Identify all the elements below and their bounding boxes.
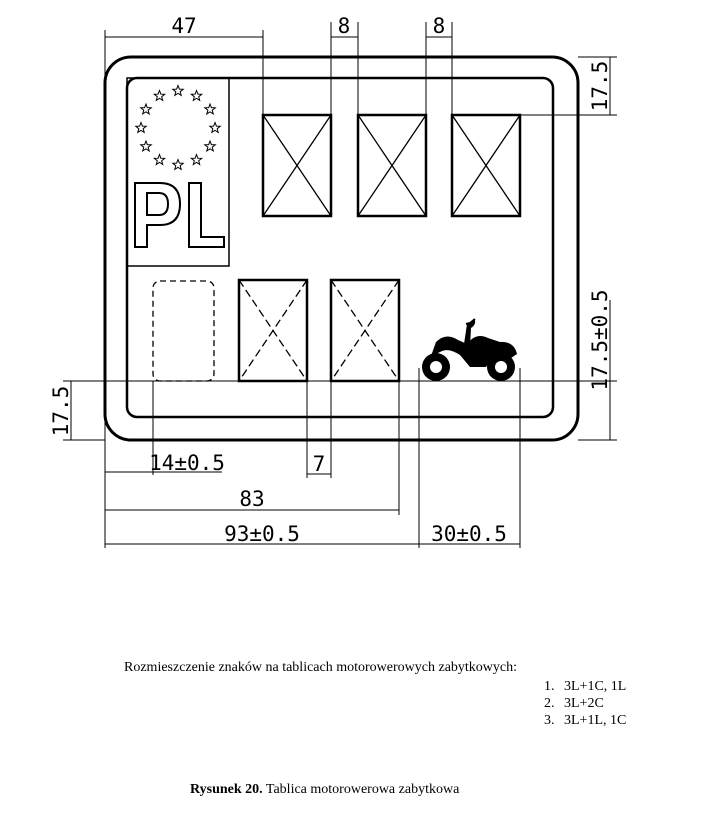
motorcycle-icon xyxy=(422,318,517,381)
eu-star-icon xyxy=(139,102,153,116)
eu-star-icon xyxy=(139,139,153,153)
dim-bottom-margin: 17.5 xyxy=(49,386,73,437)
eu-star-icon xyxy=(134,121,148,134)
eu-band xyxy=(126,77,230,267)
eu-star-icon xyxy=(152,89,167,102)
sticker-placeholder xyxy=(152,280,215,382)
list-item-number: 1. xyxy=(544,679,555,694)
dim-top-margin: 17.5 xyxy=(588,61,612,112)
dim-total-width: 93±0.5 xyxy=(224,522,300,546)
list-item-text: 3L+1C, 1L xyxy=(564,679,627,694)
pl-letters-outline xyxy=(134,182,225,248)
dim-left-offset: 14±0.5 xyxy=(149,451,225,475)
eu-star-icon xyxy=(171,158,185,171)
list-item-number: 2. xyxy=(544,696,555,711)
dimension-lines xyxy=(63,22,617,548)
lower-char-box-1 xyxy=(237,278,309,383)
upper-char-box-1 xyxy=(261,113,333,218)
list-item-text: 3L+1L, 1C xyxy=(564,713,627,728)
lower-char-box-2 xyxy=(329,278,401,383)
dim-top-left-width: 47 xyxy=(171,14,196,38)
dim-char-gap-2: 8 xyxy=(433,14,446,38)
dim-small-gap: 7 xyxy=(313,452,326,476)
list-item: 3. 3L+1L, 1C xyxy=(544,712,626,729)
eu-star-icon xyxy=(203,102,217,116)
layout-heading: Rozmieszczenie znaków na tablicach motor… xyxy=(124,660,518,675)
upper-char-box-2 xyxy=(356,113,428,218)
figure-title-text: Tablica motorowerowa zabytkowa xyxy=(265,782,460,797)
dim-lower-group-width: 83 xyxy=(239,487,264,511)
dim-char-gap-1: 8 xyxy=(338,14,351,38)
eu-star-icon xyxy=(171,84,185,97)
license-plate-drawing: 47 8 8 17.5 17.5±0.5 17.5 14±0.5 7 83 93… xyxy=(49,14,617,548)
dim-symbol-width: 30±0.5 xyxy=(431,522,507,546)
figure-caption: Rysunek 20. Tablica motorowerowa zabytko… xyxy=(190,782,459,798)
figure-label: Rysunek 20. xyxy=(190,782,263,797)
list-item: 2. 3L+2C xyxy=(544,695,626,712)
layout-list: 1. 3L+1C, 1L 2. 3L+2C 3. 3L+1L, 1C xyxy=(544,678,626,729)
list-item-text: 3L+2C xyxy=(564,696,604,711)
eu-star-icon xyxy=(189,153,204,166)
eu-star-icon xyxy=(152,153,167,166)
list-item-number: 3. xyxy=(544,713,555,728)
eu-star-icon xyxy=(203,139,217,153)
list-item: 1. 3L+1C, 1L xyxy=(544,678,626,695)
dim-right-lower: 17.5±0.5 xyxy=(588,289,612,390)
eu-star-icon xyxy=(208,121,222,134)
eu-stars-icon xyxy=(134,84,222,171)
eu-star-icon xyxy=(189,89,204,102)
upper-char-box-3 xyxy=(450,113,522,218)
